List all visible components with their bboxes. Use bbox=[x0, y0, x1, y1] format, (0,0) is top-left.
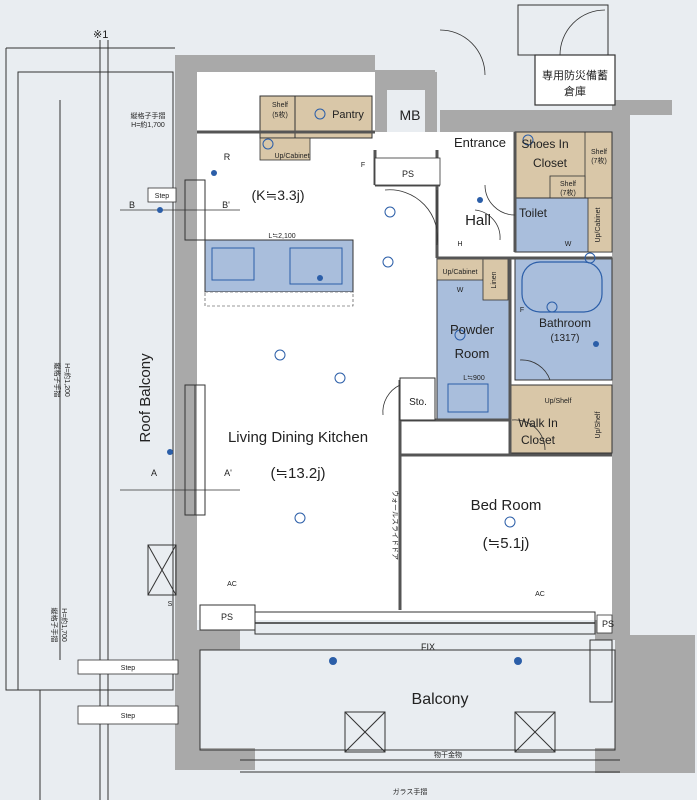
mark-r: R bbox=[224, 152, 231, 162]
shelf-5-label-2: (5枚) bbox=[272, 110, 288, 119]
kitchen-sink bbox=[289, 247, 343, 285]
room-roof-balcony: Roof Balcony bbox=[137, 353, 154, 443]
room-powder-2: Room bbox=[455, 346, 490, 361]
room-bedroom-size: (≒5.1j) bbox=[483, 535, 530, 552]
rail-h1700-a-1: 縦格子手摺 bbox=[131, 111, 166, 120]
section-b-prime: B' bbox=[222, 200, 230, 210]
fix-window bbox=[254, 611, 596, 635]
kitchen-counter bbox=[204, 239, 354, 293]
symbol-markers bbox=[157, 170, 599, 665]
rail-h1700-b-1: 縦格子手摺 bbox=[50, 608, 59, 643]
section-a: A bbox=[151, 468, 157, 478]
bathroom bbox=[514, 257, 613, 381]
room-shoes-in-closet-1: Shoes In bbox=[521, 137, 568, 151]
room-sto: Sto. bbox=[409, 397, 427, 408]
room-wic-2: Closet bbox=[521, 433, 556, 447]
storage-label-1: 専用防災備蓄 bbox=[542, 68, 608, 82]
walk-in-closet-block bbox=[509, 384, 613, 454]
rail-h1200-2: H=約1,200 bbox=[63, 363, 72, 397]
room-shoes-in-closet-2: Closet bbox=[533, 156, 568, 170]
fix-label: FIX bbox=[421, 642, 435, 652]
shelf-5-label-1: Shelf bbox=[272, 102, 288, 109]
section-b: B bbox=[129, 200, 135, 210]
mark-h: H bbox=[457, 241, 462, 248]
step-bottom-1: Step bbox=[121, 665, 136, 672]
room-pantry: Pantry bbox=[332, 109, 364, 121]
room-mb: MB bbox=[400, 107, 421, 123]
room-wic-1: Walk In bbox=[518, 416, 558, 430]
room-powder-1: Powder bbox=[450, 322, 495, 337]
up-cabinet-toilet-label: Up/Cabinet bbox=[595, 207, 602, 242]
room-entrance: Entrance bbox=[454, 135, 506, 150]
room-bathroom-size: (1317) bbox=[551, 333, 580, 344]
balcony-outline bbox=[147, 544, 620, 773]
linen-label: Linen bbox=[491, 271, 498, 288]
up-cabinet-kitchen-label: Up/Cabinet bbox=[274, 153, 309, 160]
room-balcony: Balcony bbox=[412, 691, 469, 708]
storage-label-2: 倉庫 bbox=[564, 84, 586, 98]
light-fixtures bbox=[262, 108, 596, 528]
up-shelf-a-label: Up/Shelf bbox=[545, 398, 572, 405]
vanity-length: L≒900 bbox=[463, 375, 485, 382]
ps-right: PS bbox=[602, 619, 614, 629]
mark-f-bath: F bbox=[520, 307, 524, 314]
mark-w-powder: W bbox=[457, 287, 464, 294]
left-outline bbox=[5, 40, 175, 800]
room-kitchen-size: (K≒3.3j) bbox=[252, 187, 305, 203]
kitchen-length: L≒2,100 bbox=[268, 233, 295, 240]
rail-h1700-b-2: H=約1,700 bbox=[60, 608, 69, 642]
room-bedroom: Bed Room bbox=[471, 497, 542, 514]
rail-h1200-1: 縦格子手摺 bbox=[53, 363, 62, 398]
shelf-7a-label-1: Shelf bbox=[591, 149, 607, 156]
step-bottom-2: Step bbox=[121, 713, 136, 720]
room-hall: Hall bbox=[465, 212, 491, 229]
door-swings bbox=[382, 9, 606, 451]
ps-bottom: PS bbox=[221, 612, 233, 622]
mark-w-toilet: W bbox=[565, 241, 572, 248]
mark-f-kitchen: F bbox=[361, 162, 365, 169]
room-toilet: Toilet bbox=[519, 206, 548, 220]
room-ldk-size: (≒13.2j) bbox=[270, 465, 325, 482]
storage-closet bbox=[399, 377, 436, 421]
note-mark: ※1 bbox=[93, 29, 108, 41]
laundry-pole: 物干金物 bbox=[434, 750, 462, 759]
up-shelf-b-label: Up/Shelf bbox=[595, 412, 602, 439]
shelf-7b-label-1: Shelf bbox=[560, 181, 576, 188]
glass-rail: ガラス手摺 bbox=[393, 787, 428, 796]
room-ldk: Living Dining Kitchen bbox=[228, 429, 368, 446]
section-lines bbox=[120, 209, 240, 491]
mark-ac-bed: AC bbox=[535, 591, 545, 598]
shelf-7a-label-2: (7枚) bbox=[591, 156, 607, 165]
exterior-walls bbox=[175, 55, 695, 773]
ps-top: PS bbox=[402, 169, 414, 179]
rail-h1700-a-2: H=約1,700 bbox=[131, 120, 165, 129]
room-bathroom: Bathroom bbox=[539, 316, 591, 330]
mark-s: S bbox=[168, 601, 173, 608]
wall-slide-door: ウォールスライドドア bbox=[391, 490, 399, 560]
kitchen-cooktop bbox=[211, 247, 255, 281]
section-a-prime: A' bbox=[224, 468, 232, 478]
mark-ac-ldk: AC bbox=[227, 581, 237, 588]
up-cabinet-powder-label: Up/Cabinet bbox=[442, 269, 477, 276]
shelf-7b-label-2: (7枚) bbox=[560, 188, 576, 197]
step-top: Step bbox=[155, 193, 170, 200]
